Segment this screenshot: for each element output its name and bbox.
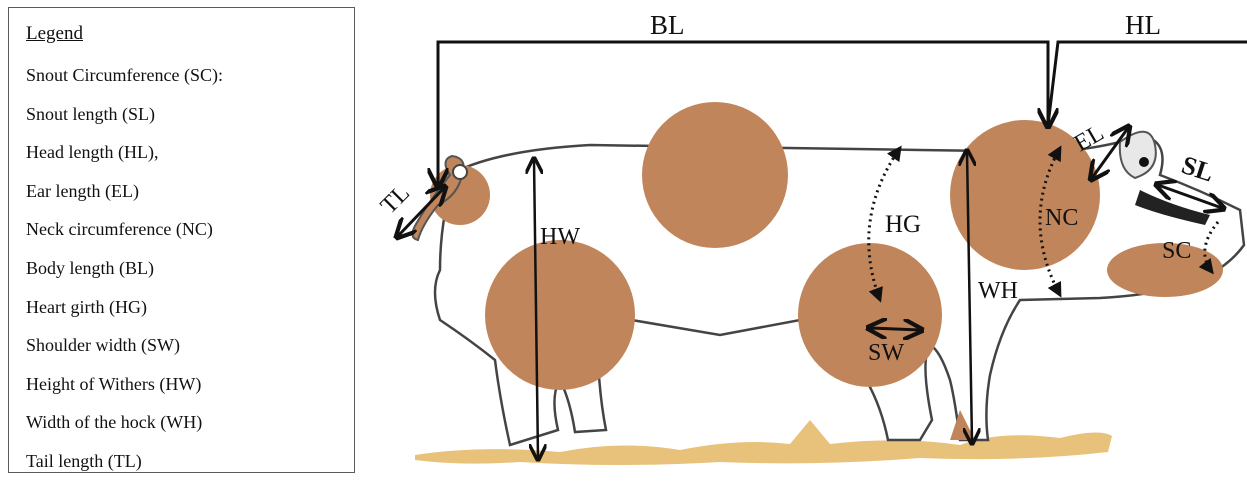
- legend-list: Snout Circumference (SC): Snout length (…: [26, 63, 223, 488]
- label-sc: SC: [1162, 238, 1191, 264]
- legend-item-hw: Height of Withers (HW): [26, 372, 223, 411]
- legend-item-sl: Snout length (SL): [26, 102, 223, 141]
- legend-item-nc: Neck circumference (NC): [26, 217, 223, 256]
- legend-item-tl: Tail length (TL): [26, 449, 223, 488]
- label-hg: HG: [885, 211, 921, 238]
- pig-diagram: BL HL EL SL TL HW HG NC WH SC SW: [360, 0, 1247, 479]
- label-hl: HL: [1125, 10, 1161, 40]
- spot-leg: [485, 240, 635, 390]
- legend-item-sc: Snout Circumference (SC):: [26, 63, 223, 102]
- label-tl: TL: [376, 180, 415, 219]
- spot-back: [642, 102, 788, 248]
- legend-item-hg: Heart girth (HG): [26, 295, 223, 334]
- pig-diagram-svg: BL HL EL SL TL HW HG NC WH SC SW: [360, 0, 1247, 479]
- legend-item-el: Ear length (EL): [26, 179, 223, 218]
- label-sl: SL: [1178, 150, 1217, 187]
- sw-arrow: [870, 328, 920, 330]
- legend-item-hl: Head length (HL),: [26, 140, 223, 179]
- label-bl: BL: [650, 10, 685, 40]
- label-wh: WH: [978, 278, 1018, 304]
- legend-title: Legend: [26, 23, 83, 45]
- eye: [1139, 157, 1149, 167]
- label-sw: SW: [868, 340, 904, 366]
- legend-item-sw: Shoulder width (SW): [26, 333, 223, 372]
- legend-item-wh: Width of the hock (WH): [26, 410, 223, 449]
- hl-bracket: [1048, 42, 1247, 125]
- label-nc: NC: [1045, 205, 1078, 231]
- legend-box: Legend Snout Circumference (SC): Snout l…: [8, 7, 355, 473]
- legend-item-bl: Body length (BL): [26, 256, 223, 295]
- tail-ring: [453, 165, 467, 179]
- label-hw: HW: [540, 224, 580, 250]
